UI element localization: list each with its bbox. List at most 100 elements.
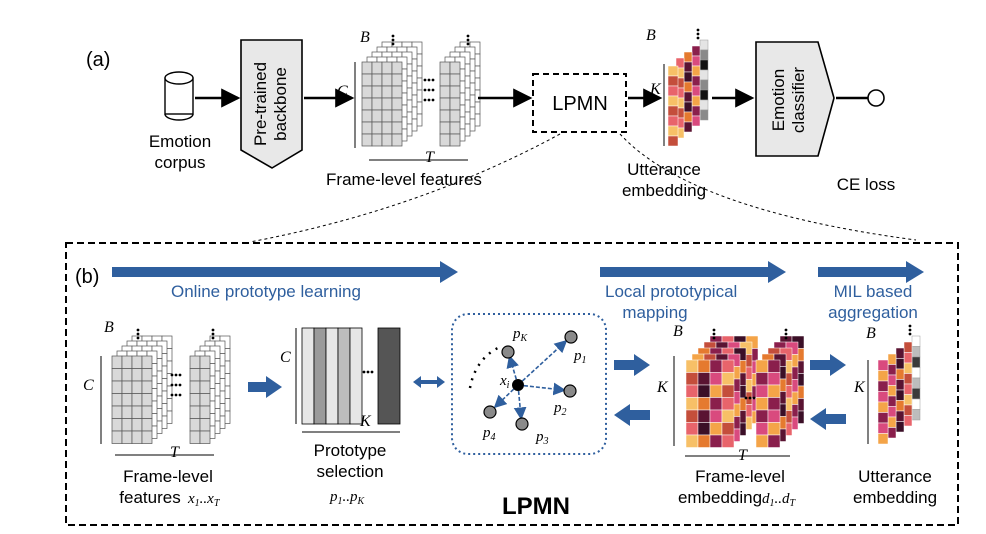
- embedding-cell: [683, 121, 693, 133]
- ellipsis-dot: [174, 393, 178, 397]
- grid-cell: [121, 418, 133, 432]
- grid-cell: [449, 121, 461, 135]
- prototype-stripe: [337, 327, 351, 425]
- embedding-cell: [683, 111, 693, 123]
- ellipsis-dot: [696, 36, 700, 40]
- grid-cell: [111, 393, 123, 407]
- embedding-cell: [691, 75, 701, 87]
- embedding-cell: [699, 69, 709, 81]
- embedding-cell: [903, 404, 913, 416]
- grid-cell: [361, 85, 373, 99]
- ellipsis-dot: [423, 88, 427, 92]
- embedding-cell: [721, 359, 735, 373]
- dim-t-b: T: [170, 444, 180, 461]
- grid-cell: [189, 418, 201, 432]
- grid-cell: [189, 430, 201, 444]
- grid-cell: [361, 97, 373, 111]
- dim-c-b: C: [83, 377, 94, 394]
- grid-cell: [439, 109, 451, 123]
- frame-features-grid-a: [361, 34, 481, 147]
- embedding-cell: [911, 346, 921, 358]
- grid-cell: [189, 405, 201, 419]
- embedding-cell: [683, 81, 693, 93]
- grid-cell: [121, 393, 133, 407]
- embedding-cell: [691, 45, 701, 57]
- embedding-cell: [721, 409, 735, 423]
- embedding-cell: [887, 374, 897, 386]
- embedding-cell: [721, 397, 735, 411]
- embedding-cell: [895, 410, 905, 422]
- ellipsis-dot: [427, 98, 431, 102]
- frame-features-label-a: Frame-level features: [326, 170, 482, 189]
- ellipsis-dot: [178, 373, 182, 377]
- grid-cell: [199, 430, 211, 444]
- ellipsis-dot: [784, 336, 788, 340]
- zoom-connector-right: [619, 133, 917, 241]
- backbone-label-1: Pre-trained: [251, 62, 270, 146]
- embedding-cell: [767, 372, 781, 386]
- embedding-cell: [709, 359, 723, 373]
- frame-features-b-math: x1..xT: [187, 491, 221, 509]
- grid-cell: [361, 121, 373, 135]
- grid-cell: [391, 73, 403, 87]
- grid-cell: [371, 85, 383, 99]
- grid-cell: [371, 73, 383, 87]
- ellipsis-dot: [784, 328, 788, 332]
- ellipsis-dot: [170, 393, 174, 397]
- embedding-cell: [691, 85, 701, 97]
- classifier-label-2: classifier: [789, 67, 808, 133]
- dim-k-utt: K: [853, 379, 866, 396]
- prototype-stripe: [377, 327, 401, 425]
- grid-cell: [131, 368, 143, 382]
- embedding-cell: [691, 95, 701, 107]
- embedding-cell: [755, 409, 769, 423]
- grid-cell: [199, 380, 211, 394]
- embedding-cell: [877, 401, 889, 413]
- embedding-cell: [887, 364, 897, 376]
- embedding-cell: [911, 388, 921, 400]
- embedding-cell: [877, 422, 889, 434]
- ellipsis-dot: [712, 332, 716, 336]
- ellipsis-dot: [748, 396, 752, 400]
- embedding-cell: [685, 384, 699, 398]
- embedding-cell: [691, 105, 701, 117]
- embedding-cell: [683, 51, 693, 63]
- embedding-cell: [903, 352, 913, 364]
- grid-cell: [131, 418, 143, 432]
- grid-cell: [361, 133, 373, 147]
- grid-cell: [439, 61, 451, 75]
- ellipsis-dot: [178, 393, 182, 397]
- embedding-cell: [767, 384, 781, 398]
- embedding-cell: [709, 422, 723, 436]
- embedding-cell: [767, 359, 781, 373]
- embedding-cell: [709, 397, 723, 411]
- embedding-cell: [699, 99, 709, 111]
- ellipsis-dot: [170, 373, 174, 377]
- dim-b-a: B: [360, 29, 370, 46]
- frame-embedding-2: embedding: [678, 488, 762, 507]
- node-p4: [483, 405, 497, 419]
- embedding-cell: [685, 422, 699, 436]
- grid-cell: [439, 97, 451, 111]
- embedding-cell: [709, 409, 723, 423]
- embedding-cell: [697, 372, 711, 386]
- grid-cell: [111, 355, 123, 369]
- embedding-cell: [691, 115, 701, 127]
- grid-cell: [391, 61, 403, 75]
- ellipsis-dot: [696, 28, 700, 32]
- edge-p2: [517, 382, 567, 396]
- embedding-cell: [903, 394, 913, 406]
- ellipsis-dot: [211, 332, 215, 336]
- grid-cell: [131, 355, 143, 369]
- utterance-label-a-2: embedding: [622, 181, 706, 200]
- ellipsis-dot: [211, 336, 215, 340]
- grid-cell: [391, 133, 403, 147]
- embedding-cell: [699, 79, 709, 91]
- embedding-cell: [895, 347, 905, 359]
- ellipsis-dot: [431, 78, 435, 82]
- frame-features-b-2: features: [119, 488, 180, 507]
- panel-a-tag: (a): [86, 49, 110, 71]
- ellipsis-dot: [784, 332, 788, 336]
- mil-aggregation-arrow: [818, 261, 924, 283]
- grid-cell: [449, 61, 461, 75]
